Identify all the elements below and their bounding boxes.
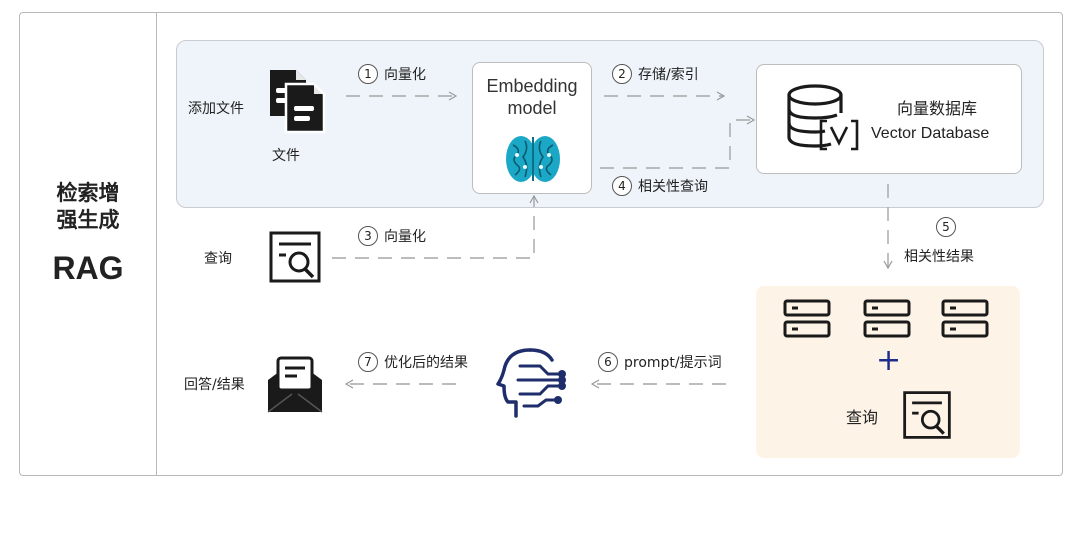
server-icon [940, 298, 992, 344]
mail-envelope-icon [264, 354, 326, 420]
vector-db-label-en: Vector Database [871, 125, 990, 142]
step-6-label: 6 prompt/提示词 [598, 352, 722, 372]
diagram-frame [19, 12, 1063, 476]
step-3-number: 3 [358, 226, 378, 246]
step-5-number-wrap: 5 [936, 216, 956, 237]
rag-title-en: RAG [52, 250, 124, 286]
combined-query-label: 查询 [846, 408, 879, 427]
arrow-step-4 [600, 115, 756, 169]
step-3-text: 向量化 [384, 229, 426, 245]
sidebar-panel [19, 12, 157, 476]
step-4-text: 相关性查询 [638, 179, 708, 195]
embedding-model-title: Embedding model [473, 75, 591, 119]
answer-label: 回答/结果 [184, 377, 245, 393]
embedding-line1: Embedding [486, 76, 578, 96]
query-label: 查询 [204, 251, 232, 267]
rag-title-cn-line2: 强生成 [56, 208, 120, 232]
step-1-number: 1 [358, 64, 378, 84]
files-icon [266, 66, 328, 136]
step-2-number: 2 [612, 64, 632, 84]
step-4-number: 4 [612, 176, 632, 196]
step-6-text: prompt/提示词 [624, 355, 722, 371]
query-document-icon [900, 388, 954, 446]
rag-title-cn-line1: 检索增 [56, 181, 120, 205]
step-2-label: 2 存储/索引 [612, 64, 699, 84]
arrow-step-3 [332, 194, 539, 259]
brain-icon [505, 133, 561, 189]
query-document-icon [266, 228, 324, 290]
step-7-label: 7 优化后的结果 [358, 352, 468, 372]
vector-database-box: 向量数据库 Vector Database [756, 64, 1022, 174]
database-icon [785, 83, 861, 159]
plus-sign: + [876, 343, 902, 378]
vector-db-label-cn: 向量数据库 [897, 99, 978, 118]
step-5-number: 5 [936, 217, 956, 237]
step-6-number: 6 [598, 352, 618, 372]
server-icon [782, 298, 834, 344]
step-2-text: 存储/索引 [638, 67, 699, 83]
step-5-text: 相关性结果 [904, 249, 974, 265]
embedding-model-box: Embedding model [472, 62, 592, 194]
ai-head-icon [494, 344, 574, 426]
file-label: 文件 [272, 148, 300, 164]
step-7-number: 7 [358, 352, 378, 372]
embedding-line2: model [507, 98, 557, 118]
add-files-label: 添加文件 [188, 101, 244, 117]
rag-title-cn: 检索增 强生成 [19, 180, 157, 234]
server-icon [862, 298, 914, 344]
step-1-text: 向量化 [384, 67, 426, 83]
step-3-label: 3 向量化 [358, 226, 426, 246]
step-4-label: 4 相关性查询 [612, 176, 708, 196]
step-7-text: 优化后的结果 [384, 355, 468, 371]
step-1-label: 1 向量化 [358, 64, 426, 84]
